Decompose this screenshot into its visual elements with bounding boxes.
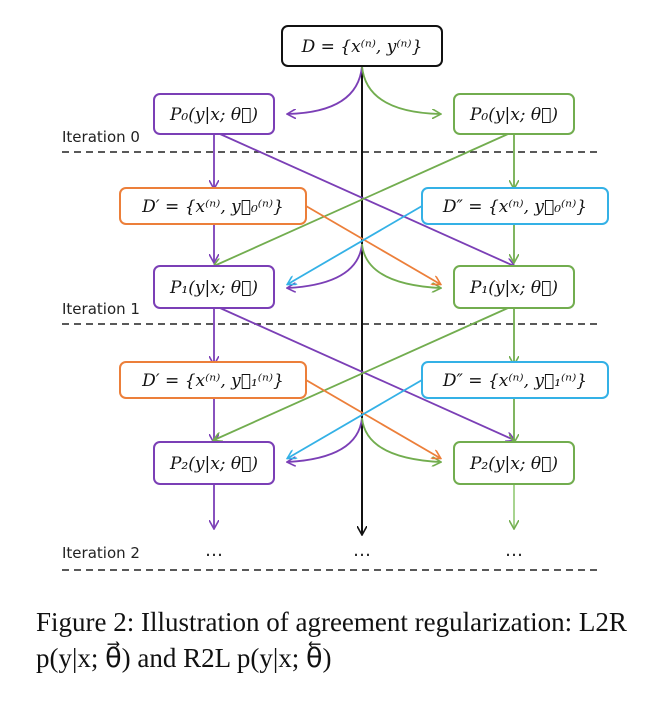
p1-l2r-box: [153, 265, 275, 309]
p2-l2r-label: P₂(y|x; θ⃗): [169, 454, 258, 474]
ddprime-1-box: [421, 361, 609, 399]
p1-l2r-label: P₁(y|x; θ⃗): [169, 278, 258, 298]
iteration-2-label: Iteration 2: [62, 544, 140, 562]
p2-r2l-label: P₂(y|x; θ⃖): [469, 454, 558, 474]
dprime0-to-p1-r2l-arrow: [305, 205, 440, 284]
agreement-regularization-diagram: D = {x⁽ⁿ⁾, y⁽ⁿ⁾} P₀(y|x; θ⃗) P₀(y|x; θ⃖)…: [62, 25, 609, 571]
p0-l2r-box: [153, 93, 275, 135]
ellipsis-left: …: [205, 540, 223, 561]
p0-r2l-to-p1-l2r-arrow: [214, 133, 509, 266]
iteration-1-label: Iteration 1: [62, 300, 140, 318]
p0-r2l-label: P₀(y|x; θ⃖): [469, 105, 558, 125]
ddprime-1-label: D″ = {x⁽ⁿ⁾, y⃖₁⁽ⁿ⁾}: [442, 371, 587, 391]
p1-r2l-box: [453, 265, 575, 309]
data-to-p0-l2r-arrow: [288, 65, 363, 114]
p2-l2r-box: [153, 441, 275, 485]
p0-l2r-label: P₀(y|x; θ⃗): [169, 105, 258, 125]
p1-l2r-to-p2-r2l-arrow: [219, 307, 514, 440]
p1-r2l-to-p2-l2r-arrow: [214, 307, 509, 440]
p2-r2l-box: [453, 441, 575, 485]
data-box: [281, 25, 443, 67]
ddprime1-to-p2-l2r-arrow: [288, 379, 423, 458]
p0-r2l-box: [453, 93, 575, 135]
dprime-1-label: D′ = {x⁽ⁿ⁾, y⃗₁⁽ⁿ⁾}: [141, 371, 284, 391]
ddprime0-to-p1-l2r-arrow: [288, 205, 423, 284]
iteration-0-label: Iteration 0: [62, 128, 140, 146]
figure-caption: Figure 2: Illustration of agreement regu…: [36, 607, 627, 673]
dprime1-to-p2-r2l-arrow: [305, 379, 440, 458]
data-to-p2-l2r-arrow: [288, 417, 363, 462]
data-to-p2-r2l-arrow: [361, 417, 440, 462]
dprime-0-label: D′ = {x⁽ⁿ⁾, y⃗₀⁽ⁿ⁾}: [141, 197, 284, 217]
dprime-1-box: [119, 361, 307, 399]
p0-l2r-to-p1-r2l-arrow: [219, 133, 514, 266]
ddprime-0-label: D″ = {x⁽ⁿ⁾, y⃖₀⁽ⁿ⁾}: [442, 197, 587, 217]
ellipsis-center: …: [353, 540, 371, 561]
ddprime-0-box: [421, 187, 609, 225]
dprime-0-box: [119, 187, 307, 225]
data-box-label: D = {x⁽ⁿ⁾, y⁽ⁿ⁾}: [301, 37, 423, 57]
data-to-p1-l2r-arrow: [288, 243, 363, 288]
ellipsis-right: …: [505, 540, 523, 561]
p1-r2l-label: P₁(y|x; θ⃖): [469, 278, 558, 298]
data-to-p1-r2l-arrow: [361, 243, 440, 288]
data-to-p0-r2l-arrow: [361, 65, 440, 114]
